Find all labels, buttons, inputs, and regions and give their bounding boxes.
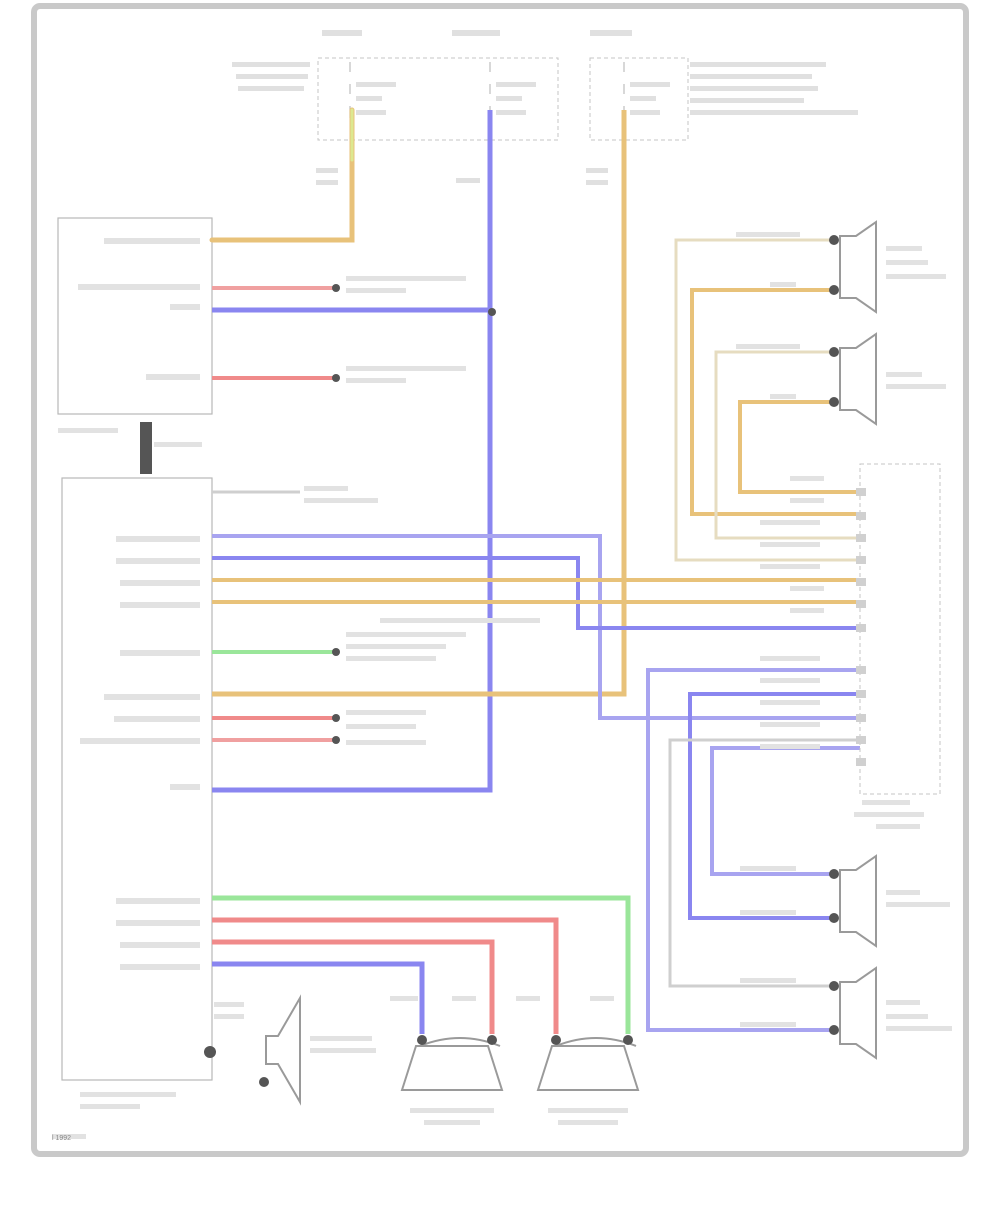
audio-unit-pins-blur — [58, 238, 202, 447]
rear-speaker-labels-blur — [390, 996, 628, 1125]
connector-icon — [140, 422, 152, 474]
audio-unit-box — [57, 217, 213, 415]
junction-pins — [856, 488, 866, 766]
junction-labels-blur — [760, 476, 924, 829]
speaker-icon — [839, 220, 877, 1060]
wire-tan-right-fuse — [212, 110, 627, 697]
stub-labels-blur — [304, 276, 540, 745]
fuse-box-left — [317, 57, 559, 141]
antenna-icon — [265, 994, 301, 1106]
speaker-labels-blur — [736, 232, 952, 1031]
diagram-code: l 1992 — [52, 1135, 71, 1142]
ground-icon — [204, 1046, 216, 1058]
amplifier-pins-blur — [52, 536, 200, 1139]
speaker-terminals — [829, 235, 839, 1035]
wire-front-speaker-bundle — [212, 534, 860, 720]
fuse-box-right — [589, 57, 689, 141]
amplifier-box — [61, 477, 213, 1081]
wire-red-stubs — [212, 286, 334, 742]
woofer-terminal — [259, 1077, 269, 1087]
wire-right-speakers — [674, 238, 860, 562]
wire-blue-main — [212, 110, 493, 793]
fuse-labels-blur — [232, 30, 858, 185]
woofer-labels-blur — [214, 1002, 376, 1053]
rear-speaker-terminals — [417, 1035, 633, 1045]
stub-terminals — [332, 284, 496, 744]
wire-rear-speaker-bundle — [212, 895, 631, 1034]
wire-orange-top — [209, 107, 355, 243]
